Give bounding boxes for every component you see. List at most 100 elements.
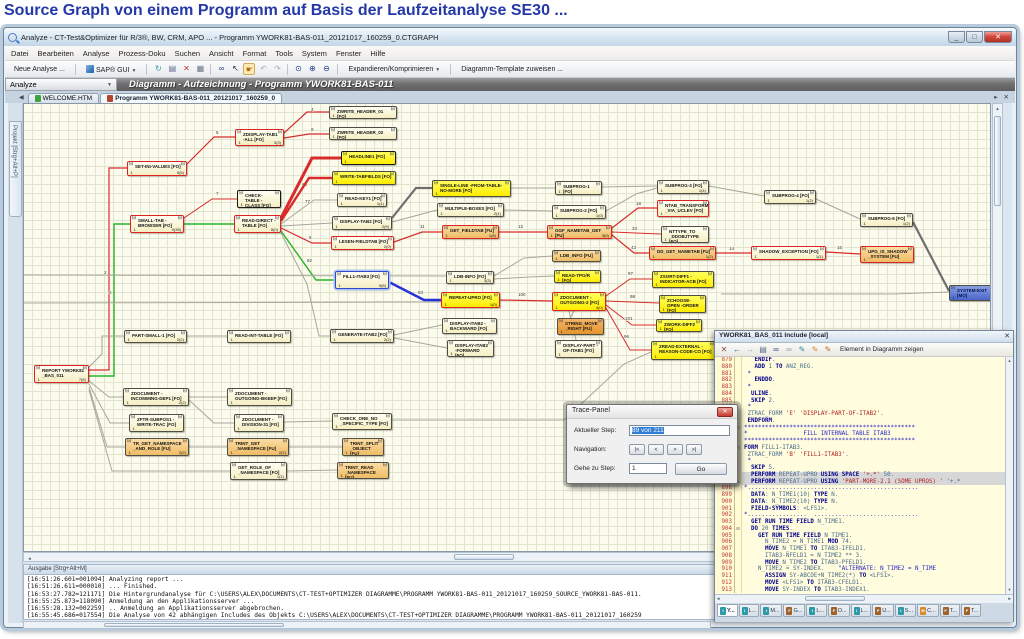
code-line-909[interactable]: 909 MOVE N_TIME2 TO ITAB3-PFELD1. [715,559,1013,567]
collapse-icon[interactable]: ⊟ [274,190,279,196]
graph-node-dd-get-nametab[interactable]: ⊟⊟DD_GET_NAMETAB [FU]11(2)[14 - 17 | 147… [649,246,716,260]
collapse-icon[interactable]: ⊟ [702,200,707,206]
zoom-out-icon[interactable]: ⊖ [323,64,330,73]
graph-node-zdocument-incomming-dep1[interactable]: ⊟⊟ZDOCUMENT -INCOMMING-DEP1 [FO]12(2)3 µ… [123,388,189,406]
graph-node-read-key1[interactable]: ⊟⊟READ-KEY1 [FO]11(1)28 µs [337,193,387,207]
collapse-icon[interactable]: ⊟ [334,216,339,222]
graph-node-zwrite-header-01[interactable]: ⊟⊟ZWRITE_HEADER_01 [FO]11 µs [329,106,397,119]
collapse-icon[interactable]: ⊟ [180,330,185,336]
find-icon[interactable]: ∞ [218,64,225,73]
graph-node-write-tabfields[interactable]: ⊟⊟WRITE-TABFIELDS [FO]14.218 µs [332,171,396,185]
collapse-icon[interactable]: ⊟ [390,106,395,112]
collapse-icon[interactable]: ⊟ [334,171,339,177]
graph-node-check-table-class[interactable]: ⊟⊟CHECK-TABLE -CLASS [FO]142 µs [237,190,281,208]
code-line-882[interactable]: 882 ENDDO. [715,377,1013,384]
collapse-icon[interactable]: ⊟ [126,330,131,336]
collapse-icon[interactable]: ⊟ [653,341,658,347]
code-line-883[interactable]: 883 * [715,384,1013,391]
graph-node-generate-itab2[interactable]: ⊟⊟GENERATE-ITAB2 [FO]12(2)528 µs [330,329,394,343]
collapse-icon[interactable]: ⊟ [337,271,342,277]
collapse-icon[interactable]: ⊟ [557,340,562,346]
code-line-905[interactable]: 905 GET RUN TIME FIELD N_TIME1. [715,532,1013,540]
nav-button-last[interactable]: >| [686,444,702,455]
tab-welcome[interactable]: WELCOME.HTM [27,93,100,103]
analyze-combo[interactable]: Analyze▼ [5,78,117,91]
tab-program-diagram[interactable]: Programm YWORK81-BAS-011_20121017_160259… [100,93,283,103]
collapse-icon[interactable]: ⊟ [448,271,453,277]
nav-button-first[interactable]: |< [629,444,645,455]
collapse-icon[interactable]: ⊟ [554,205,559,211]
collapse-icon[interactable]: ⊟ [389,151,394,157]
code-line-879[interactable]: 879 ENDIF. [715,357,1013,364]
code-line-887[interactable]: 887 ZTRAC_FORM 'E' 'DISPLAY-PART-OF-ITAB… [715,411,1013,418]
collapse-icon[interactable]: ⊟ [232,462,237,468]
zoom-icon[interactable]: ⊙ [295,64,302,73]
collapse-icon[interactable]: ⊟ [554,250,559,256]
collapse-icon[interactable]: ⊟ [229,438,234,444]
collapse-icon[interactable]: ⊟ [504,180,509,186]
graph-node-multiple-boxes[interactable]: ⊟⊟MULTIPLE-BOXES [FO]12(1)176.034 µs [437,203,504,217]
nav-button-next[interactable]: > [667,444,683,455]
select-cursor-icon[interactable]: ↖ [232,64,239,73]
collapse-icon[interactable]: ⊟ [654,271,659,277]
code-panel-close-icon[interactable]: ✕ [1004,333,1010,340]
collapse-icon[interactable]: ⊟ [334,413,339,419]
collapse-icon[interactable]: ⊟ [377,438,382,444]
graph-node-ldb-info-fo[interactable]: ⊟⊟LDB-INFO [FO]13(3)94.313 µs [446,271,494,284]
graph-node-zdocument-division-31[interactable]: ⊟⊟ZDOCUMENT -DIVISION-31 [FO]12 µs [234,414,284,432]
graph-node-trint-read-namespace[interactable]: ⊟⊟TRINT_READ _NAMESPACE [FU]185 µs [337,462,389,479]
graph-node-read-int-table[interactable]: ⊟⊟READ-INT-TABLE [FO]1322 µs [227,330,291,343]
collapse-icon[interactable]: ⊟ [549,225,554,231]
collapse-icon[interactable]: ⊟ [709,246,714,252]
graph-node-trint-get-namespace[interactable]: ⊟⊟TRINT_GET _NAMESPACE [FU]12(2)24 µs [227,438,289,456]
graph-node-zwork-diff2[interactable]: ⊟⊟ZWORK-DIFF2 [FO]14 µs [656,319,702,332]
print-icon[interactable]: ▤ [759,344,767,354]
scroll-left-icon[interactable]: ◄ [27,556,32,561]
collapse-icon[interactable]: ⊟ [594,250,599,256]
code-line-895[interactable]: 895 SKIP 5. [715,465,1013,472]
collapse-icon[interactable]: ⊟ [132,215,137,221]
graph-node-shadow-exception[interactable]: ⊟⊟SHADOW_EXCEPTION [FO]11(1)[15 | 79 µs] [751,246,826,260]
graph-node-zwrite-header-02[interactable]: ⊟⊟ZWRITE_HEADER_02 [FO]11 µs [329,127,397,140]
collapse-icon[interactable]: ⊟ [557,181,562,187]
code-line-899[interactable]: 899 DATA: N_TIME1(10) TYPE N. [715,492,1013,499]
collapse-icon[interactable]: ⊟ [229,388,234,394]
code-line-912[interactable]: 912 MOVE <LFS1> TO ITAB3-CFELD1. [715,579,1013,587]
collapse-icon[interactable]: ⊟ [702,180,707,186]
code-line-888[interactable]: 888 ENDFORM. [715,417,1013,425]
menu-item-tools[interactable]: Tools [275,48,293,58]
collapse-icon[interactable]: ⊟ [709,341,714,347]
menu-item-bearbeiten[interactable]: Bearbeiten [37,48,74,58]
bookmark-prev-icon[interactable]: ✎ [811,344,819,354]
go-button[interactable]: Go [675,462,727,475]
graph-node-zdocument-outgoing-2[interactable]: ⊟⊟ZDOCUMENT -OUTGOING-2 [FO]14(0)[99 - 1… [552,292,606,311]
graph-node-zdocument-outgoing-bkeep[interactable]: ⊟⊟ZDOCUMENT -OUTGOING-BKEEP [FO]17 µs [227,388,292,406]
code-line-889[interactable]: 889⊟************************************… [715,424,1013,432]
forward-arrow-icon[interactable]: → [746,344,754,354]
scroll-left-icon[interactable]: ◄ [716,596,721,601]
graph-node-zftr-subpos1[interactable]: ⊟⊟ZFTR-SUBPOS1 -WRITE-TRAC [FO]120 µs [129,414,184,432]
graph-node-display-tab2[interactable]: ⊟⊟DISPLAY-TAB2 [FO]12(9)176.348 µs [332,216,392,230]
collapse-icon[interactable]: ⊟ [389,171,394,177]
collapse-icon[interactable]: ⊟ [659,180,664,186]
delete-icon[interactable]: ✕ [183,64,190,73]
collapse-icon[interactable]: ⊟ [907,246,912,252]
code-line-891[interactable]: 891*************************************… [715,438,1013,445]
collapse-icon[interactable]: ⊟ [595,181,600,187]
collapse-icon[interactable]: ⊟ [434,180,439,186]
undo-icon[interactable]: ↶ [260,64,267,73]
tab-close-icon[interactable]: ✕ [1003,94,1009,101]
collapse-icon[interactable]: ⊟ [387,329,392,335]
collapse-icon[interactable]: ⊟ [280,462,285,468]
collapse-icon[interactable]: ⊟ [658,319,663,325]
collapse-icon[interactable]: ⊟ [82,365,87,371]
graph-node-ggf-nametab-get[interactable]: ⊟⊟GGF_NAMETAB_GET [FU]13(9)[10 - 20 | 29… [547,225,612,239]
